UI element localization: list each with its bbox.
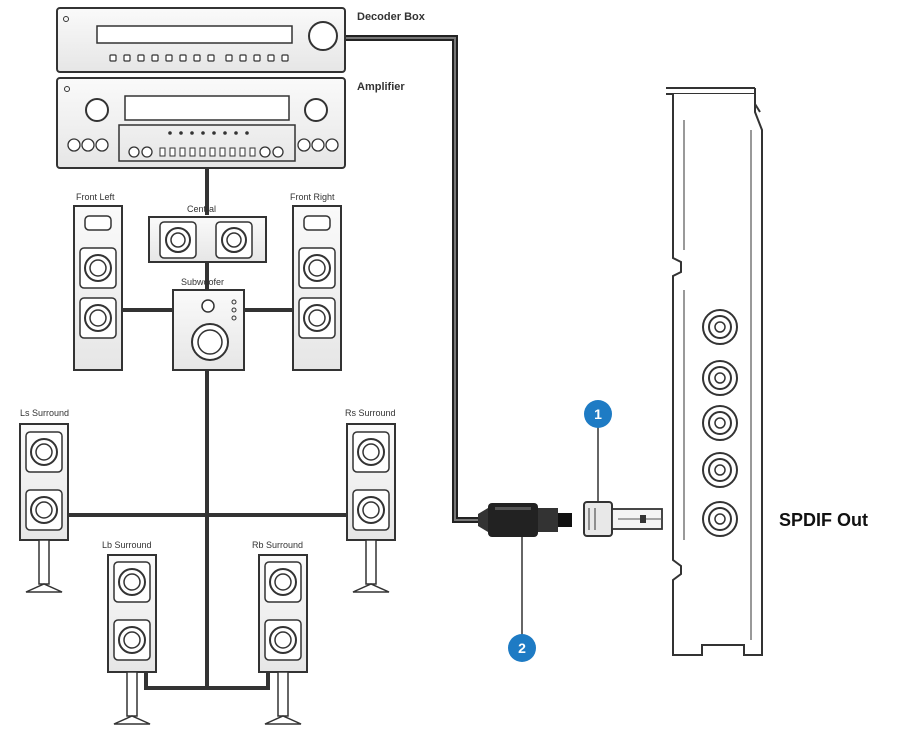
ls-surround-label: Ls Surround bbox=[20, 408, 69, 418]
spdif-out-label: SPDIF Out bbox=[779, 510, 868, 530]
central-speaker bbox=[148, 216, 267, 263]
front-right-label: Front Right bbox=[290, 192, 335, 202]
ls-surround-speaker bbox=[19, 423, 69, 593]
callout-2-number: 2 bbox=[518, 640, 526, 656]
bracket-ports bbox=[702, 309, 738, 537]
rb-surround-label: Rb Surround bbox=[252, 540, 303, 550]
rs-surround-speaker bbox=[346, 423, 396, 593]
speaker-wiring bbox=[68, 168, 347, 690]
decoder-box-label: Decoder Box bbox=[357, 11, 426, 23]
amplifier bbox=[56, 77, 346, 169]
lb-surround-speaker bbox=[107, 554, 157, 725]
rs-surround-label: Rs Surround bbox=[345, 408, 396, 418]
central-label: Central bbox=[187, 204, 216, 214]
rb-surround-speaker bbox=[258, 554, 308, 725]
decoder-box bbox=[56, 7, 346, 73]
optical-cable bbox=[345, 35, 478, 523]
callout-2: 2 bbox=[508, 537, 536, 662]
optical-plug bbox=[478, 503, 572, 537]
spdif-port-adapter bbox=[583, 501, 663, 537]
subwoofer-speaker bbox=[172, 289, 245, 371]
front-right-speaker bbox=[292, 205, 342, 371]
lb-surround-label: Lb Surround bbox=[102, 540, 152, 550]
front-left-speaker bbox=[73, 205, 123, 371]
front-left-label: Front Left bbox=[76, 192, 115, 202]
subwoofer-label: Subwoofer bbox=[181, 277, 224, 287]
amplifier-label: Amplifier bbox=[357, 81, 405, 93]
callout-1-number: 1 bbox=[594, 406, 602, 422]
callout-1: 1 bbox=[584, 400, 612, 502]
